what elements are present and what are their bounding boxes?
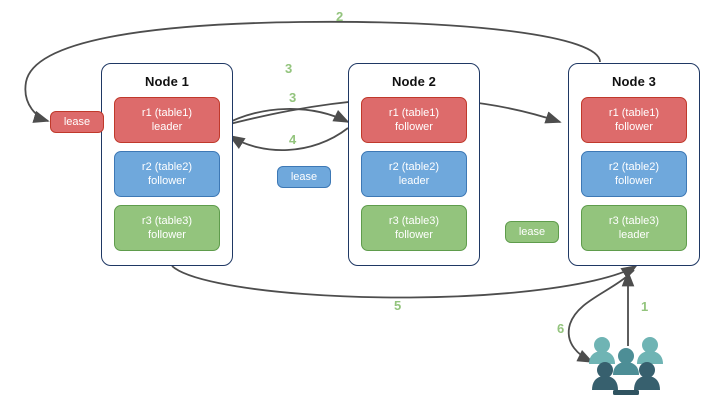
replica-box[interactable]: r1 (table1) leader — [114, 97, 220, 143]
replica-box[interactable]: r1 (table1) follower — [361, 97, 467, 143]
replica-role: follower — [395, 121, 433, 133]
replica-box[interactable]: r3 (table3) leader — [581, 205, 687, 251]
replica-role: follower — [395, 229, 433, 241]
replica-role: follower — [615, 121, 653, 133]
replica-name: r1 (table1) — [141, 107, 193, 119]
replica-role: follower — [148, 175, 186, 187]
edge-step-5 — [171, 265, 638, 299]
replica-name: r2 (table2) — [608, 161, 660, 173]
step-label-2: 2 — [336, 9, 344, 24]
step-label-4: 4 — [289, 132, 297, 147]
replica-role: leader — [398, 175, 430, 187]
replica-name: r1 (table1) — [608, 107, 660, 119]
replica-name: r3 (table3) — [388, 215, 440, 227]
lease-badge-r3[interactable]: lease — [505, 221, 559, 243]
node-card-node3[interactable]: Node 3 r1 (table1) follower r2 (table2) … — [568, 63, 700, 266]
replica-name: r2 (table2) — [388, 161, 440, 173]
replica-role: follower — [148, 229, 186, 241]
replica-box[interactable]: r3 (table3) follower — [114, 205, 220, 251]
step-label-1: 1 — [641, 299, 649, 314]
lease-badge-r1[interactable]: lease — [50, 111, 104, 133]
step-label-5: 5 — [394, 298, 402, 313]
edge-step-3b — [221, 108, 350, 127]
replica-name: r3 (table3) — [141, 215, 193, 227]
step-label-3a: 3 — [285, 61, 293, 76]
node-card-node2[interactable]: Node 2 r1 (table1) follower r2 (table2) … — [348, 63, 480, 266]
node-title: Node 3 — [612, 74, 656, 89]
replica-box[interactable]: r2 (table2) follower — [581, 151, 687, 197]
node-title: Node 2 — [392, 74, 436, 89]
replica-name: r3 (table3) — [608, 215, 660, 227]
replica-role: leader — [618, 229, 650, 241]
replica-box[interactable]: r2 (table2) follower — [114, 151, 220, 197]
replica-box[interactable]: r3 (table3) follower — [361, 205, 467, 251]
replica-name: r2 (table2) — [141, 161, 193, 173]
replica-name: r1 (table1) — [388, 107, 440, 119]
replica-role: follower — [615, 175, 653, 187]
node-card-node1[interactable]: Node 1 r1 (table1) leader r2 (table2) fo… — [101, 63, 233, 266]
step-label-3b: 3 — [289, 90, 297, 105]
replica-role: leader — [151, 121, 183, 133]
step-label-6: 6 — [557, 321, 565, 336]
replica-box[interactable]: r1 (table1) follower — [581, 97, 687, 143]
replica-box[interactable]: r2 (table2) leader — [361, 151, 467, 197]
lease-badge-r2[interactable]: lease — [277, 166, 331, 188]
users-icon — [589, 337, 663, 395]
node-title: Node 1 — [145, 74, 189, 89]
